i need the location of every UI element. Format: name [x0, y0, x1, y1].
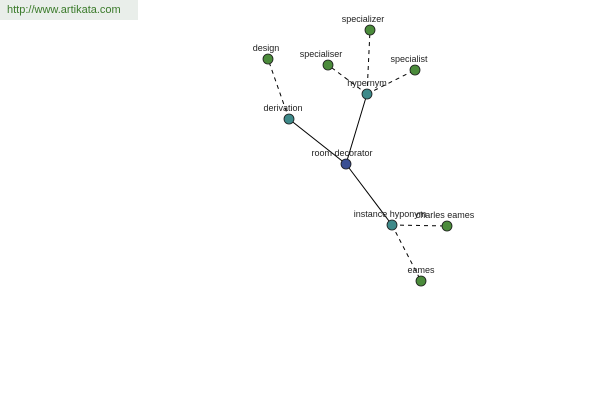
node-specialiser[interactable]: specialiser	[300, 49, 343, 71]
node-label-charles-eames: charles eames	[416, 210, 475, 220]
node-dot-instance-hyponym[interactable]	[386, 219, 398, 231]
node-dot-charles-eames[interactable]	[441, 220, 453, 232]
edge-hypernym-to-specializer	[366, 29, 371, 95]
node-label-hypernym: hypernym	[347, 78, 387, 88]
site-url[interactable]: http://www.artikata.com	[0, 0, 138, 20]
node-label-instance-hyponym: instance hyponym	[354, 209, 427, 219]
edge-instance-hyponym-to-charles-eames	[391, 224, 448, 227]
edge-derivation-to-design	[267, 58, 290, 120]
node-label-specializer: specializer	[342, 14, 385, 24]
edge-instance-hyponym-to-eames	[391, 224, 422, 282]
node-eames[interactable]: eames	[407, 265, 435, 287]
node-dot-specializer[interactable]	[364, 24, 376, 36]
node-specializer[interactable]: specializer	[342, 14, 385, 36]
graph-nodes: room decorator hypernym derivation instance…	[253, 14, 475, 287]
node-specialist[interactable]: specialist	[390, 54, 428, 76]
node-label-eames: eames	[407, 265, 435, 275]
node-dot-hypernym[interactable]	[361, 88, 373, 100]
edge-room-decorator-to-instance-hyponym	[345, 163, 393, 226]
node-label-design: design	[253, 43, 280, 53]
graph-edges	[267, 29, 448, 282]
node-dot-specialist[interactable]	[409, 64, 421, 76]
node-dot-design[interactable]	[262, 53, 274, 65]
node-label-specialiser: specialiser	[300, 49, 343, 59]
node-dot-derivation[interactable]	[283, 113, 295, 125]
node-label-specialist: specialist	[390, 54, 428, 64]
node-label-room-decorator: room decorator	[311, 148, 372, 158]
edge-room-decorator-to-derivation	[288, 118, 347, 165]
node-label-derivation: derivation	[263, 103, 302, 113]
node-dot-room-decorator[interactable]	[340, 158, 352, 170]
node-hypernym[interactable]: hypernym	[347, 78, 387, 100]
edge-room-decorator-to-hypernym	[345, 93, 368, 165]
node-design[interactable]: design	[253, 43, 280, 65]
node-dot-eames[interactable]	[415, 275, 427, 287]
edge-hypernym-to-specialist	[366, 69, 416, 95]
node-room-decorator[interactable]: room decorator	[311, 148, 373, 170]
edge-hypernym-to-specialiser	[327, 64, 368, 95]
node-dot-specialiser[interactable]	[322, 59, 334, 71]
node-charles-eames[interactable]: charles eames	[416, 210, 475, 232]
node-instance-hyponym[interactable]: instance hyponym	[354, 209, 427, 231]
node-derivation[interactable]: derivation	[263, 103, 303, 125]
